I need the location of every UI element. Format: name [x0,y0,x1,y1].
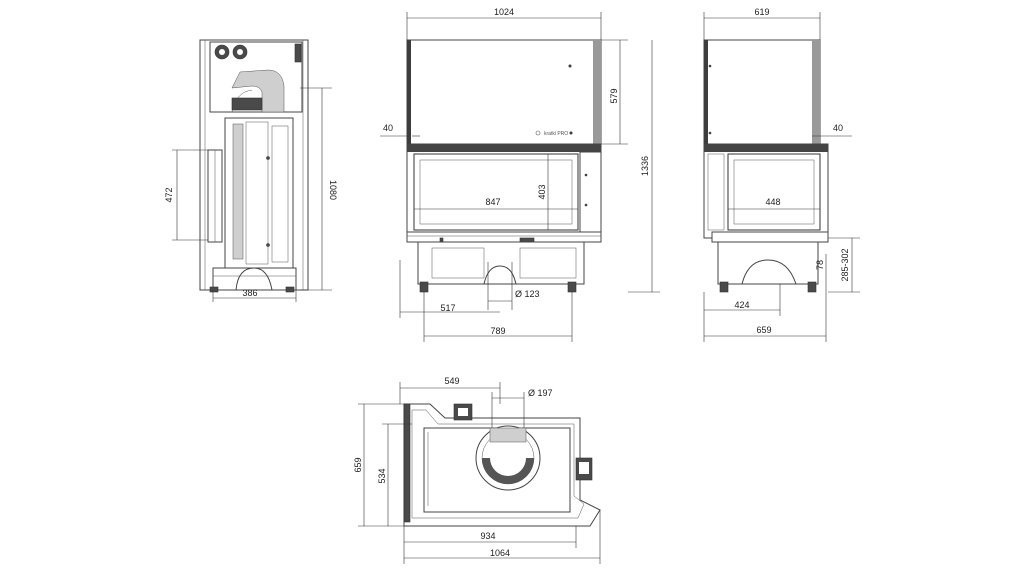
dim-top-depth-outer: 659 [353,457,363,472]
dim-front-width: 1024 [494,7,514,17]
front-view: kratki PRO 1024 579 1336 [380,7,660,342]
dim-top-left: 549 [444,376,459,386]
dim-right-leg: 78 [815,260,825,270]
dim-top-depth-inner: 534 [377,468,387,483]
dim-right-base-inner: 424 [734,300,749,310]
front-hood [406,39,602,145]
dim-side-height: 1080 [328,180,338,200]
dim-front-total: 1336 [640,156,650,176]
dim-front-glass-height: 403 [537,184,547,199]
dim-front-glass-width: 847 [485,197,500,207]
brand-mark: kratki PRO [544,131,568,137]
dim-right-base-outer: 659 [756,325,771,335]
dim-front-base: 789 [490,326,505,336]
dim-front-top: 579 [609,88,619,103]
right-view: 619 40 448 285-302 78 424 659 [703,7,860,342]
dim-top-flue: Ø 197 [528,388,553,398]
right-glass [727,153,821,231]
dim-side-opening: 472 [164,187,174,202]
top-view: 549 Ø 197 659 534 934 1064 [353,376,601,564]
dim-side-depth: 386 [242,288,257,298]
dim-right-glass-width: 448 [765,197,780,207]
dim-front-offset: 40 [383,123,393,133]
dim-front-half: 517 [440,303,455,313]
front-glass [413,153,579,231]
dim-right-offset: 40 [833,123,843,133]
dim-right-width: 619 [754,7,769,17]
dim-front-flue: Ø 123 [515,289,540,299]
dim-top-width-inner: 934 [480,531,495,541]
side-view: 1080 472 386 [164,39,338,302]
dim-top-width-outer: 1064 [490,548,510,558]
dim-right-leg-range: 285-302 [840,248,850,281]
